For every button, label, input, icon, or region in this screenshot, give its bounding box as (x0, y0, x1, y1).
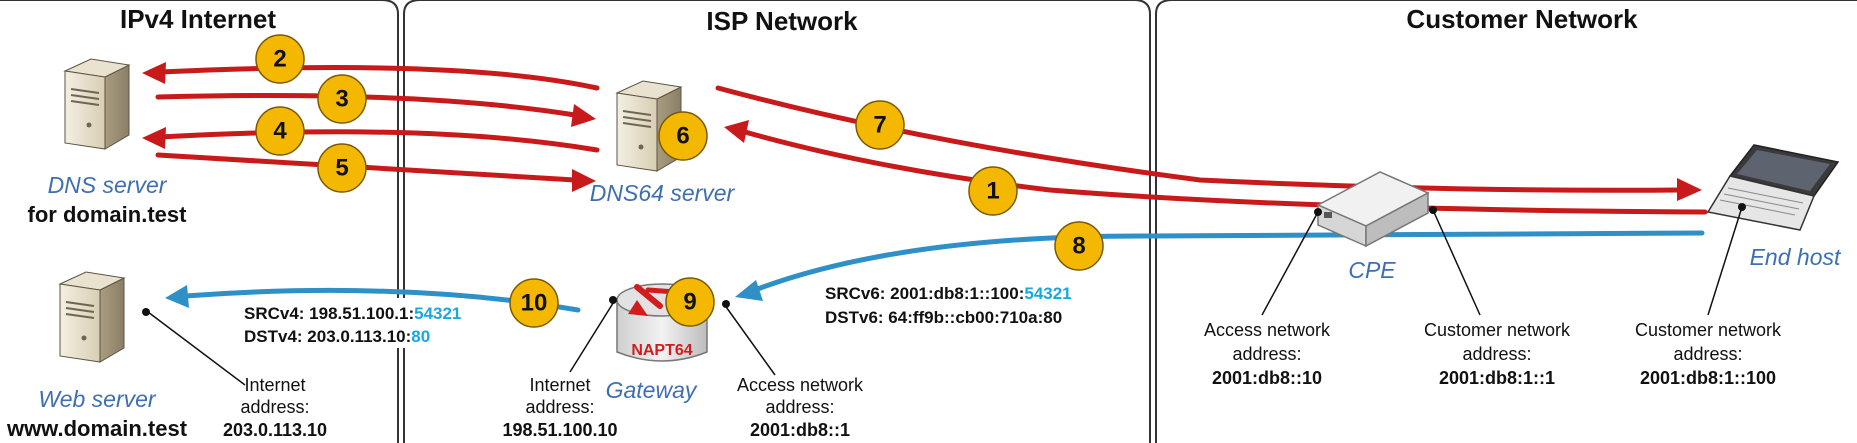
svg-text:Internet: Internet (244, 375, 305, 395)
step-5-marker (317, 143, 367, 193)
customer-zone-border (1155, 0, 1857, 443)
step-2-label: 2 (273, 46, 286, 73)
svg-text:address:: address: (1462, 344, 1531, 364)
step-6-marker (658, 111, 708, 161)
step-markers: 2 3 4 5 6 7 1 8 9 10 (255, 34, 1104, 328)
svg-text:address:: address: (765, 397, 834, 417)
leader-lines (147, 206, 1743, 386)
leader-dots (142, 203, 1746, 316)
address-web-internet: Internet address: 203.0.113.10 (223, 375, 327, 440)
svg-text:2001:db8::10: 2001:db8::10 (1212, 368, 1322, 388)
svg-text:Customer network: Customer network (1424, 320, 1571, 340)
packet-v6-src: SRCv6: 2001:db8:1::100: (825, 284, 1024, 303)
step-4-label: 4 (273, 118, 287, 145)
flow-3-line (155, 92, 578, 118)
svg-text:address:: address: (525, 397, 594, 417)
step-7-label: 7 (873, 112, 886, 139)
flow-2-arrowhead (142, 62, 166, 84)
zone-title-ipv4: IPv4 Internet (120, 4, 276, 34)
dns-server-domain: for domain.test (28, 202, 188, 227)
svg-text:address:: address: (240, 397, 309, 417)
address-gateway-internet: Internet address: 198.51.100.10 (502, 375, 617, 440)
address-gateway-access: Access network address: 2001:db8::1 (737, 375, 864, 440)
flow-8-arrowhead (735, 280, 763, 301)
step-2-marker (255, 34, 305, 84)
step-4-marker (255, 106, 305, 156)
svg-text:address:: address: (1673, 344, 1742, 364)
isp-zone-border (403, 0, 1151, 443)
zone-title-customer: Customer Network (1406, 4, 1638, 34)
svg-text:Access network: Access network (737, 375, 864, 395)
flow-10-arrowhead (165, 285, 189, 308)
address-cpe-access: Access network address: 2001:db8::10 (1204, 320, 1331, 388)
cpe-label: CPE (1348, 257, 1396, 283)
web-server-icon (59, 271, 125, 363)
flow-1-arrowhead (724, 120, 749, 143)
svg-text:198.51.100.10: 198.51.100.10 (502, 420, 617, 440)
packet-v4-dst: DSTv4: 203.0.113.10: (244, 327, 411, 346)
step-8-label: 8 (1072, 233, 1085, 260)
packet-v4-src: SRCv4: 198.51.100.1: (244, 304, 414, 323)
svg-text:address:: address: (1232, 344, 1301, 364)
step-1-marker (968, 166, 1018, 216)
svg-text:SRCv6: 2001:db8:1::100:54321: SRCv6: 2001:db8:1::100:54321 (825, 284, 1072, 303)
step-3-marker (317, 74, 367, 124)
flow-2-line (157, 65, 600, 91)
packet-v6-box: SRCv6: 2001:db8:1::100:54321 DSTv6: 64:f… (818, 278, 1110, 330)
svg-text:SRCv4: 198.51.100.1:54321: SRCv4: 198.51.100.1:54321 (244, 304, 461, 323)
dns-server-icon (64, 58, 130, 150)
web-server-hostname: www.domain.test (6, 416, 188, 441)
zone-title-isp: ISP Network (706, 6, 858, 36)
flow-5-arrowhead (572, 169, 596, 192)
dns-server-label: DNS server (48, 172, 168, 198)
packet-v4-box: SRCv4: 198.51.100.1:54321 DSTv4: 203.0.1… (238, 298, 464, 348)
step-9-marker (665, 277, 715, 327)
svg-text:203.0.113.10: 203.0.113.10 (223, 420, 327, 440)
step-1-label: 1 (986, 178, 999, 205)
web-server-label: Web server (38, 386, 157, 412)
flow-5-line (155, 152, 578, 183)
step-10-label: 10 (521, 290, 548, 317)
end-host-label: End host (1750, 244, 1842, 270)
gateway-badge: NAPT64 (631, 342, 692, 359)
flow-8-line (752, 230, 1705, 293)
step-5-label: 5 (335, 155, 348, 182)
step-7-marker (855, 100, 905, 150)
step-8-marker (1054, 221, 1104, 271)
svg-text:DSTv4: 203.0.113.10:80: DSTv4: 203.0.113.10:80 (244, 327, 430, 346)
svg-text:Customer network: Customer network (1635, 320, 1782, 340)
step-3-label: 3 (335, 86, 348, 113)
dns64-server-label: DNS64 server (590, 180, 736, 206)
packet-v4-dst-port: 80 (411, 327, 430, 346)
flow-7-arrowhead (1677, 178, 1702, 201)
svg-text:2001:db8::1: 2001:db8::1 (750, 420, 850, 440)
step-6-label: 6 (676, 123, 689, 150)
packet-v6-src-port: 54321 (1024, 284, 1071, 303)
cpe-box-icon (1316, 171, 1430, 248)
svg-text:2001:db8:1::100: 2001:db8:1::100 (1640, 368, 1776, 388)
gateway-label: Gateway (606, 377, 698, 403)
address-cpe-customer: Customer network address: 2001:db8:1::1 (1424, 320, 1571, 388)
address-host-customer: Customer network address: 2001:db8:1::10… (1635, 320, 1782, 388)
svg-text:Internet: Internet (529, 375, 590, 395)
flow-4-arrowhead (142, 127, 166, 149)
packet-v6-dst: DSTv6: 64:ff9b::cb00:710a:80 (825, 308, 1062, 327)
svg-text:DSTv6: 64:ff9b::cb00:710a:80: DSTv6: 64:ff9b::cb00:710a:80 (825, 308, 1062, 327)
step-9-label: 9 (683, 289, 696, 316)
flow-1-line (742, 129, 1708, 215)
flow-4-line (157, 129, 600, 153)
step-10-marker (509, 278, 559, 328)
svg-text:2001:db8:1::1: 2001:db8:1::1 (1439, 368, 1555, 388)
flow-3-arrowhead (571, 104, 596, 127)
svg-text:Access network: Access network (1204, 320, 1331, 340)
ipv4-zone-border (0, 0, 399, 443)
packet-v4-src-port: 54321 (414, 304, 461, 323)
dns-flows (142, 62, 1708, 215)
laptop-icon (1706, 144, 1840, 231)
